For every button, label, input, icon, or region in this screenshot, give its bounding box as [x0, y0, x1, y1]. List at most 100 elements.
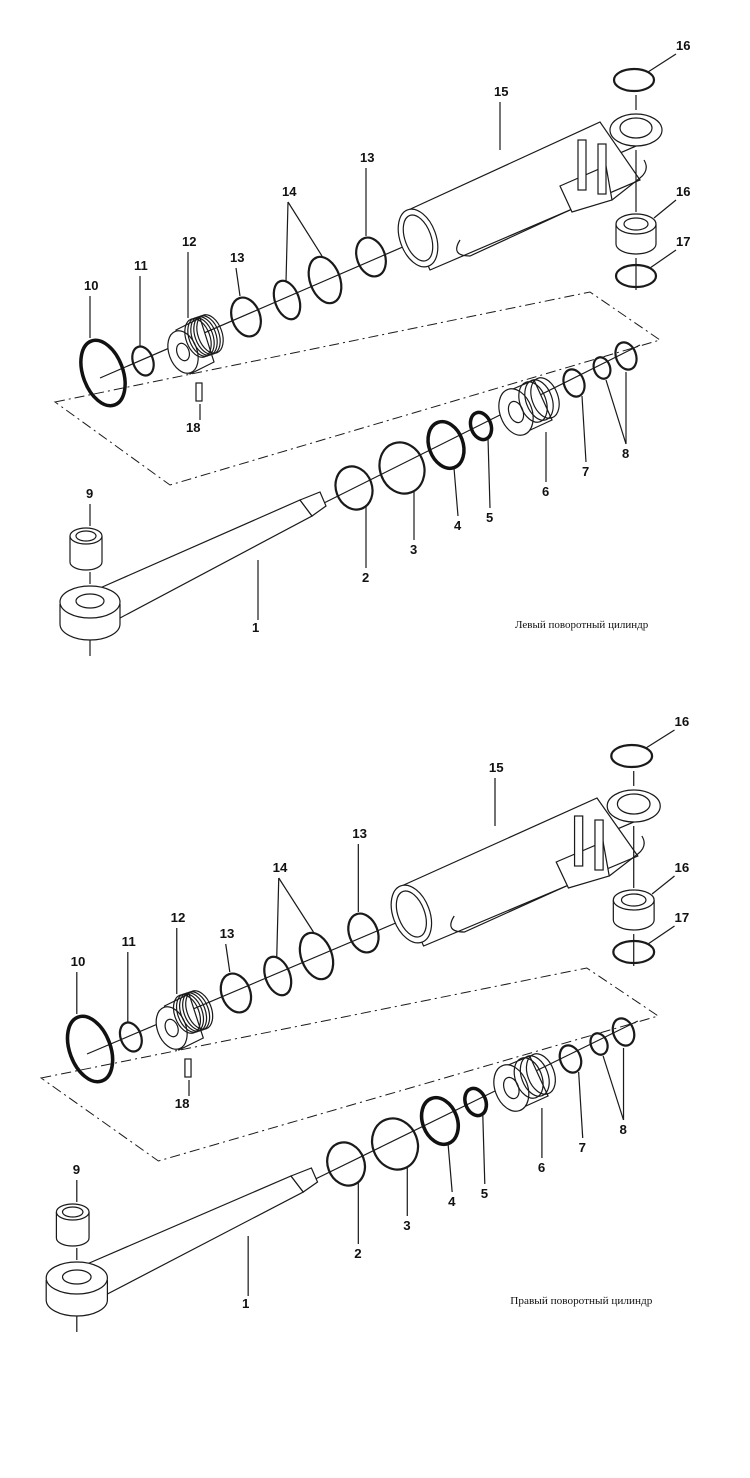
part-13-ring-b — [355, 236, 387, 278]
part-number-label: 3 — [410, 542, 417, 557]
part-number-label: 11 — [134, 258, 148, 273]
leader-line — [235, 267, 241, 297]
part-10-o-ring — [65, 1014, 115, 1084]
leader-line — [653, 199, 677, 219]
part-number-label: 11 — [122, 934, 136, 949]
part-13-ring-b — [347, 912, 380, 954]
leader-line — [647, 925, 675, 945]
part-3-ring — [370, 1117, 420, 1171]
part-number-label: 14 — [273, 860, 288, 875]
part-13-ring-a — [230, 296, 262, 338]
leader-line — [602, 1055, 625, 1121]
leader-line — [649, 249, 677, 269]
part-number-label: 13 — [220, 926, 235, 941]
part-number-label: 13 — [352, 826, 367, 841]
part-15-barrel — [390, 789, 661, 947]
part-number-label: 5 — [481, 1186, 488, 1201]
part-number-label: 9 — [73, 1162, 80, 1177]
part-number-label: 16 — [676, 184, 690, 199]
leader-line — [581, 395, 587, 463]
part-16-circlip-top — [612, 67, 656, 93]
part-6-piston — [498, 377, 560, 436]
leader-line — [453, 467, 459, 517]
part-number-label: 15 — [494, 84, 508, 99]
part-number-label: 12 — [182, 234, 196, 249]
part-number-label: 5 — [486, 510, 493, 525]
part-number-label: 4 — [448, 1194, 456, 1209]
part-1-rod — [59, 491, 327, 641]
part-number-label: 8 — [622, 446, 629, 461]
group-separator — [39, 967, 660, 1162]
part-9-bushing — [55, 1203, 90, 1247]
part-4-o-ring — [426, 419, 466, 471]
part-number-label: 17 — [675, 910, 690, 925]
part-number-label: 10 — [84, 278, 98, 293]
leader-line — [276, 877, 280, 959]
leader-line — [651, 875, 675, 895]
part-14-ring-b — [298, 931, 335, 981]
part-number-label: 18 — [175, 1096, 190, 1111]
part-10-o-ring — [79, 338, 127, 408]
part-number-label: 14 — [282, 184, 297, 199]
part-8-ring-b — [611, 1017, 636, 1047]
part-number-label: 6 — [538, 1160, 545, 1175]
part-6-piston — [493, 1053, 556, 1112]
diagram-caption: Левый поворотный цилиндр — [515, 619, 649, 631]
part-1-rod — [45, 1167, 319, 1317]
part-number-label: 13 — [230, 250, 244, 265]
part-2-snap-ring — [326, 1141, 367, 1187]
part-number-label: 1 — [252, 620, 259, 635]
part-2-snap-ring — [334, 465, 374, 511]
part-14-ring-b — [307, 255, 343, 305]
part-17-bearing — [615, 213, 657, 255]
leader-line — [278, 877, 314, 933]
part-5-seal — [468, 410, 494, 442]
part-number-label: 7 — [582, 464, 589, 479]
leader-line — [287, 201, 323, 257]
part-number-label: 3 — [403, 1218, 410, 1233]
part-number-label: 16 — [675, 714, 690, 729]
diagram-caption: Правый поворотный цилиндр — [510, 1295, 652, 1307]
leader-line — [605, 379, 627, 445]
part-number-label: 1 — [242, 1296, 249, 1311]
part-number-label: 13 — [360, 150, 374, 165]
part-number-label: 16 — [675, 860, 690, 875]
part-18-fitting — [195, 382, 203, 402]
part-12-gland — [167, 314, 224, 375]
part-number-label: 2 — [354, 1246, 361, 1261]
leader-line — [578, 1071, 584, 1139]
part-16-circlip-top — [610, 743, 654, 769]
part-8-ring-a — [589, 1032, 609, 1056]
part-7-washer — [562, 368, 586, 398]
part-5-seal — [463, 1086, 489, 1118]
leader-line — [482, 1113, 486, 1185]
part-14-ring-a — [263, 955, 293, 997]
part-7-washer — [558, 1044, 583, 1074]
rod-axis — [311, 1020, 639, 1182]
leader-line — [447, 1143, 453, 1193]
part-number-label: 6 — [542, 484, 549, 499]
part-18-fitting — [184, 1058, 192, 1078]
part-number-label: 4 — [454, 518, 462, 533]
rod-axis — [319, 344, 641, 506]
group-separator — [53, 291, 662, 486]
part-number-label: 15 — [489, 760, 504, 775]
part-number-label: 8 — [619, 1122, 626, 1137]
leader-line — [645, 729, 675, 749]
leader-line — [225, 943, 231, 973]
leader-line — [647, 53, 677, 73]
part-3-ring — [378, 441, 426, 495]
leader-line — [487, 437, 491, 509]
part-9-bushing — [69, 527, 103, 571]
part-number-label: 16 — [676, 38, 690, 53]
part-11-ring — [118, 1021, 143, 1053]
part-13-ring-a — [219, 972, 253, 1014]
part-number-label: 7 — [579, 1140, 586, 1155]
part-number-label: 18 — [186, 420, 200, 435]
part-12-gland — [155, 990, 214, 1051]
part-8-ring-a — [592, 356, 612, 380]
part-number-label: 17 — [676, 234, 690, 249]
